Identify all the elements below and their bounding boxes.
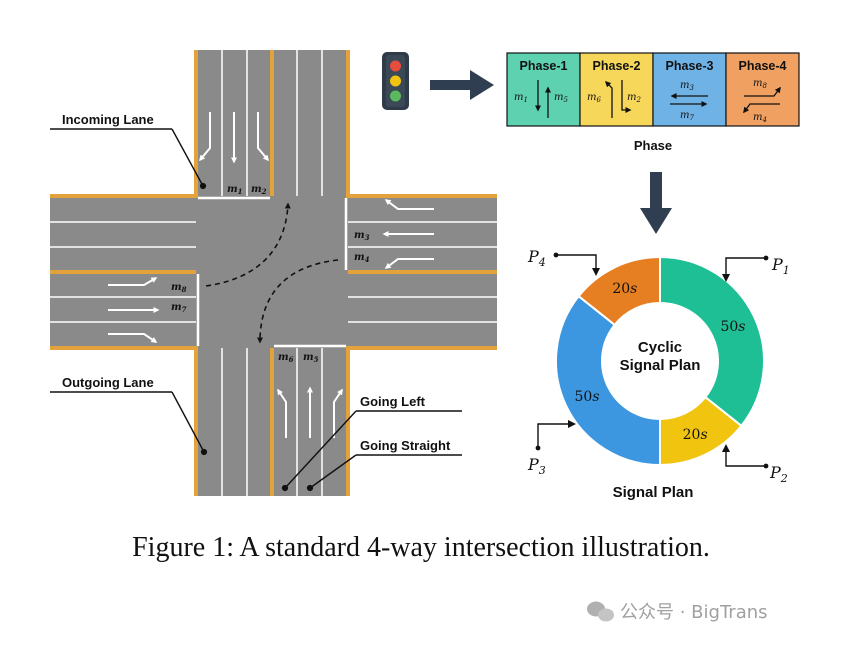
donut-value-p2: 20s [683, 427, 708, 443]
right-arrow-icon [430, 70, 494, 100]
movement-label-m8: m8 [171, 282, 187, 294]
arrow-south-left [277, 388, 287, 438]
down-arrow-icon [640, 172, 672, 234]
phase-4-m-a: m8 [753, 78, 767, 90]
outgoing-lane-label: Outgoing Lane [62, 375, 154, 390]
movement-label-m4: m4 [354, 252, 370, 264]
lane-arrows [108, 112, 434, 438]
movement-label-m3: m3 [354, 230, 370, 242]
phase-2-m-b: m2 [627, 92, 641, 104]
phase-caption: Phase [634, 138, 672, 153]
p4-label: P4 [527, 247, 546, 269]
phase-2-title: Phase-2 [593, 59, 641, 73]
lane-lines [50, 50, 497, 496]
intersection-diagram: m1 m2 m3 m4 m5 m6 m7 m8 Incoming Lane Ou… [50, 50, 497, 496]
movement-label-m6: m6 [278, 352, 294, 364]
phase-3-m-a: m3 [680, 80, 694, 92]
donut-segment-p3 [555, 294, 661, 467]
donut-value-p1: 50s [720, 319, 745, 335]
phase-pointer-p4: P4 [527, 247, 600, 276]
phase-2-m-a: m6 [587, 92, 601, 104]
turn-paths [205, 202, 339, 344]
donut-value-p3: 50s [575, 389, 600, 405]
going-left-label: Going Left [360, 394, 426, 409]
phase-pointer-p1: P1 [722, 255, 790, 282]
p3-label: P3 [527, 455, 546, 477]
phase-4-m-b: m4 [753, 112, 767, 124]
arrow-north-right [257, 112, 269, 162]
callouts [50, 128, 462, 492]
p2-label: P2 [769, 463, 788, 485]
phase-3-title: Phase-3 [666, 59, 714, 73]
watermark-text: 公众号 · BigTrans [620, 602, 768, 623]
phase-3-cell: Phase-3 m3 m7 [652, 52, 727, 127]
signal-plan-donut: 50s 20s 50s 20s [555, 255, 765, 467]
arrow-east-right [384, 258, 434, 269]
phase-1-cell: Phase-1 m1 m5 [506, 52, 581, 127]
movement-label-m7: m7 [171, 302, 187, 314]
movement-label-m1: m1 [227, 184, 242, 196]
incoming-lane-label: Incoming Lane [62, 112, 154, 127]
phase-pointer-p3: P3 [527, 420, 576, 477]
movement-label-m2: m2 [251, 184, 267, 196]
p1-label: P1 [771, 255, 790, 277]
signal-plan-caption: Signal Plan [613, 484, 694, 501]
turn-path-east-left [257, 259, 339, 344]
figure-caption: Figure 1: A standard 4-way intersection … [132, 532, 710, 563]
donut-segment-p4 [577, 255, 661, 327]
arrow-south-right [333, 388, 343, 438]
phase-2-cell: Phase-2 m6 m2 [579, 52, 654, 127]
traffic-light-icon [382, 52, 409, 110]
phase-4-title: Phase-4 [739, 59, 787, 73]
arrow-east-left [384, 199, 434, 210]
arrow-west-left [108, 277, 158, 286]
arrow-west-right [108, 333, 158, 343]
phase-1-m-a: m1 [514, 92, 528, 104]
donut-value-p4: 20s [612, 281, 637, 297]
curbs [50, 50, 497, 496]
phase-table: Phase-1 m1 m5 Phase-2 m6 m2 Phase-3 m3 m… [506, 52, 800, 127]
going-straight-label: Going Straight [360, 438, 451, 453]
phase-1-title: Phase-1 [520, 59, 568, 73]
phase-pointer-p2: P2 [722, 444, 788, 485]
stop-lines [196, 196, 348, 348]
arrow-north-left [199, 112, 211, 162]
phase-4-cell: Phase-4 m8 m4 [725, 52, 800, 127]
wechat-icon [587, 601, 614, 622]
phase-3-m-b: m7 [680, 110, 694, 122]
phase-1-m-b: m5 [554, 92, 568, 104]
cyclic-label-line2: Signal Plan [620, 357, 701, 374]
cyclic-label-line1: Cyclic [638, 339, 682, 356]
movement-label-m5: m5 [303, 352, 319, 364]
